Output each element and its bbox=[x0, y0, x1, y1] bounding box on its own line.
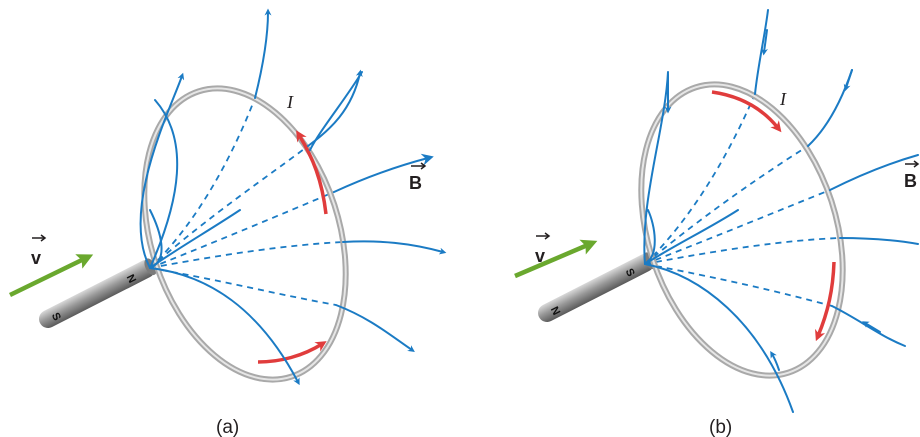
current-label: I bbox=[779, 89, 787, 109]
svg-text:B: B bbox=[409, 173, 422, 193]
current-arrow-lower bbox=[257, 341, 327, 364]
field-label: B bbox=[904, 160, 920, 191]
panel-a: v N S bbox=[9, 8, 447, 437]
caption-a: (a) bbox=[216, 417, 239, 437]
svg-text:v: v bbox=[535, 246, 545, 266]
field-label: B bbox=[409, 162, 427, 193]
velocity-arrow bbox=[514, 239, 598, 279]
current-arrow-lower bbox=[815, 261, 836, 342]
velocity-arrow bbox=[9, 254, 94, 298]
magnet-back-pole: S bbox=[49, 311, 63, 323]
current-loop bbox=[141, 85, 349, 383]
current-arrow-upper bbox=[711, 90, 782, 133]
current-loop bbox=[638, 81, 846, 379]
caption-b: (b) bbox=[709, 417, 732, 437]
magnet-front-pole: S bbox=[623, 267, 637, 279]
current-label: I bbox=[286, 92, 294, 112]
field-lines bbox=[643, 9, 919, 413]
panel-b: v S N bbox=[514, 9, 920, 437]
current-arrow-upper bbox=[296, 130, 328, 215]
bar-magnet: N S bbox=[38, 258, 157, 328]
svg-text:B: B bbox=[904, 171, 917, 191]
svg-text:v: v bbox=[31, 248, 41, 268]
field-lines bbox=[139, 8, 447, 386]
velocity-label: v bbox=[535, 232, 551, 266]
velocity-label: v bbox=[31, 234, 47, 268]
field-lines-hidden bbox=[644, 93, 841, 307]
